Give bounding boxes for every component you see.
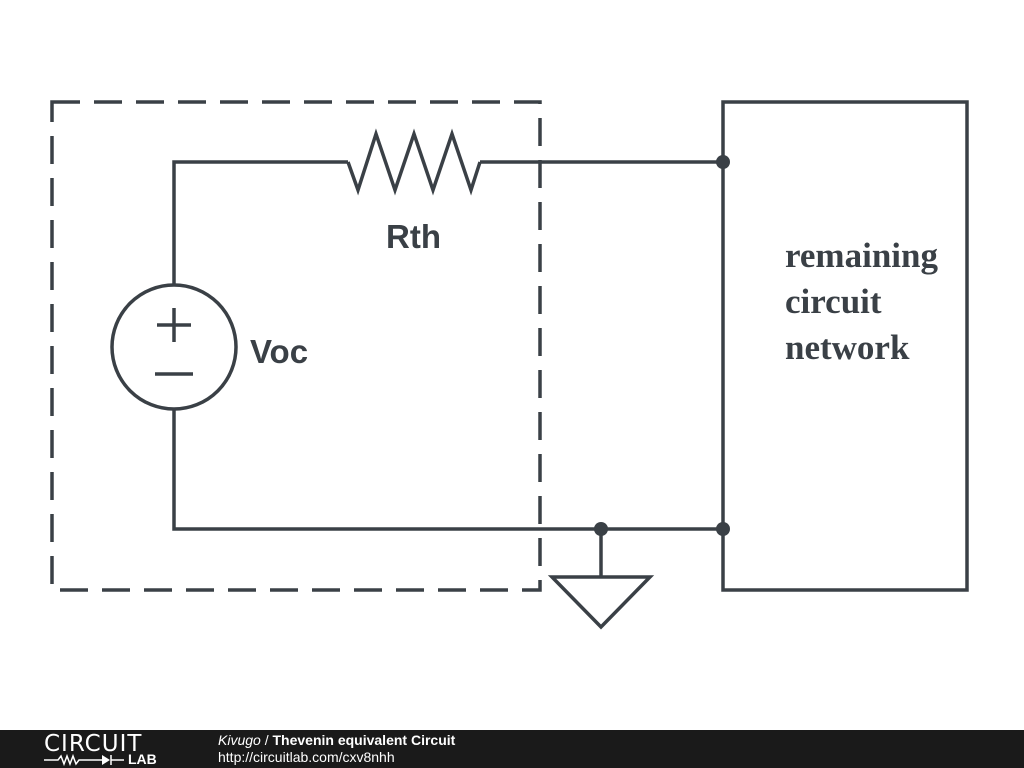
circuit-url[interactable]: http://circuitlab.com/cxv8nhh: [218, 749, 395, 765]
resistor-logo-icon: [44, 754, 124, 766]
footer-bar: CIRCUIT LAB Kivugo / Thevenin equivalent…: [0, 730, 1024, 768]
footer-credit: Kivugo / Thevenin equivalent Circuit: [218, 732, 455, 749]
remaining-network-box[interactable]: [721, 100, 969, 592]
ground-symbol[interactable]: [547, 575, 655, 630]
resistor-label: Rth: [386, 218, 441, 255]
network-label-line3: network: [785, 328, 910, 367]
thevenin-boundary: [50, 100, 542, 592]
circuitlab-logo[interactable]: CIRCUIT: [44, 731, 143, 757]
resistor-rth[interactable]: [346, 128, 482, 196]
wire-top-left: [172, 160, 348, 285]
network-label-line1: remaining: [785, 236, 938, 275]
schematic-canvas: Rth Voc remaining circuit network: [50, 100, 969, 630]
network-label-line2: circuit: [785, 282, 882, 321]
voltage-source-voc[interactable]: [110, 283, 238, 411]
separator: /: [260, 732, 273, 748]
source-label: Voc: [250, 333, 308, 370]
junction-dot: [594, 522, 608, 536]
circuit-title[interactable]: Thevenin equivalent Circuit: [272, 732, 456, 748]
circuitlab-logo-sub: LAB: [128, 751, 157, 767]
author-link[interactable]: Kivugo: [218, 732, 261, 748]
wire-bottom: [172, 409, 723, 531]
